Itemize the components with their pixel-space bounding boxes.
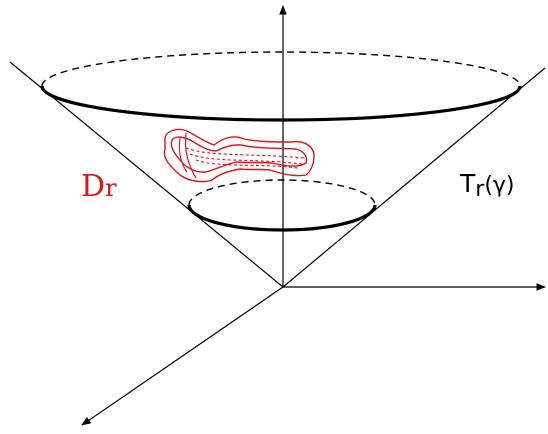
red-tube xyxy=(163,128,315,183)
bottom-ellipse xyxy=(187,179,377,232)
tube-centerline-1 xyxy=(185,147,305,159)
tube-end-cap xyxy=(184,132,197,179)
top-ellipse xyxy=(40,51,522,122)
cone-sides xyxy=(9,61,546,288)
depth-axis xyxy=(81,286,284,426)
tube-inner-outline xyxy=(170,136,308,173)
axes xyxy=(81,5,546,426)
tube-centerline-2 xyxy=(189,153,303,165)
bottom-ellipse-back xyxy=(188,179,376,206)
top-ellipse-back xyxy=(41,51,521,87)
region-label: Dr xyxy=(81,169,117,204)
top-ellipse-front xyxy=(40,85,522,122)
tube-centerline-3 xyxy=(195,159,299,169)
tube-end-cap-inner xyxy=(178,137,188,173)
bottom-ellipse-front xyxy=(187,204,377,232)
tube-label: Tr(γ) xyxy=(459,169,515,202)
cone-left-edge xyxy=(9,61,284,288)
cone-right-edge xyxy=(282,67,546,288)
tube-outline xyxy=(163,128,315,183)
